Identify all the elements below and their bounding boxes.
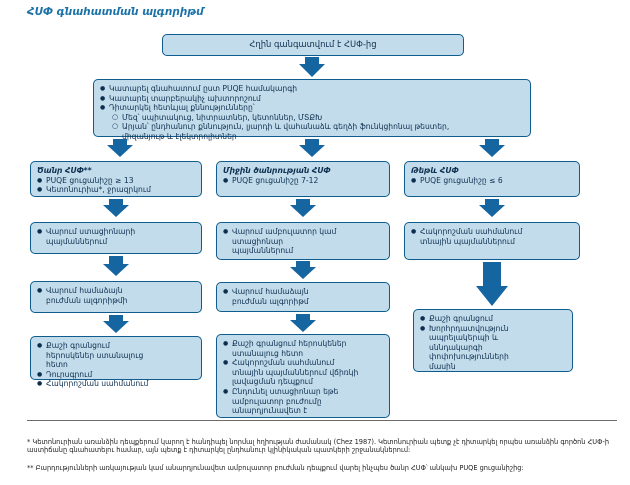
moderate-step-box: Վարում համաձայն բուժման ալգորիթմ bbox=[216, 282, 390, 312]
mild-heading: Թեթև ՀՍՓ bbox=[411, 166, 459, 175]
assess-item: Դիտարկել հետևյալ քննությունները՝ bbox=[100, 103, 524, 113]
criteria-item: PUQE ցուցանիշը ≤ 6 bbox=[411, 176, 573, 186]
step-item: Վարում ստացիոնարի պայմաններում bbox=[37, 227, 195, 246]
assess-item: Կատարել տարբերակիչ ախտորոշում bbox=[100, 94, 524, 104]
criteria-item: PUQE ցուցանիշը ≥ 13 bbox=[37, 176, 195, 186]
assess-item: Կատարել գնահատում ըստ PUQE համակարգի bbox=[100, 84, 524, 94]
step-item: Դուրսգրում bbox=[37, 370, 195, 380]
mild-criteria-box: Թեթև ՀՍՓ PUQE ցուցանիշը ≤ 6 bbox=[404, 161, 580, 197]
step-item: Հակորոշման սահմանում տնային պայմաններում… bbox=[223, 358, 383, 387]
assess-subitem: Մեզ՝ սպիտակուց, նիտրատներ, կետոններ, ՄՏՔ… bbox=[100, 113, 524, 123]
moderate-step-box: Վարում ամբուլատոր կամ ստացիոնար պայմաննե… bbox=[216, 222, 390, 260]
severe-step-box: Քաշի գրանցում հերոսկեներ ստանալուց հետո … bbox=[30, 336, 202, 389]
step-item: Վարում ամբուլատոր կամ ստացիոնար պայմաննե… bbox=[223, 227, 383, 256]
severe-heading: Ծանր ՀՍՓ** bbox=[37, 166, 92, 175]
footnote-ketonuria: * Կետոնուրիան առանձին դեպքերում կարող է … bbox=[27, 438, 610, 455]
assess-subitem: Արյան՝ ընդհանուր քննություն, լյարդի և վա… bbox=[100, 122, 524, 141]
step-item: Վարում համաձայն բուժման ալգորիթմի bbox=[37, 286, 195, 305]
mild-step-box: Հակորոշման սահմանում տնային պայմաններում bbox=[404, 222, 580, 260]
diagram-title: ՀՍՓ գնահատման ալգորիթմ bbox=[27, 6, 204, 18]
complaint-box: Հղին գանգատվում է ՀՍՓ-ից bbox=[162, 34, 464, 56]
step-item: Քաշի գրանցում bbox=[420, 314, 566, 324]
complaint-text: Հղին գանգատվում է ՀՍՓ-ից bbox=[249, 39, 377, 50]
step-item: Հակորոշման սահմանում bbox=[37, 379, 195, 389]
moderate-step-box: Քաշի գրանցում հերոսկեներ ստանալուց հետո … bbox=[216, 334, 390, 418]
criteria-item: PUQE ցուցանիշը 7-12 bbox=[223, 176, 383, 186]
footnote-divider bbox=[27, 420, 617, 421]
step-item: Ընդունել ստացիոնար եթե ամբուլատոր բուժու… bbox=[223, 387, 383, 416]
step-item: Խորհրդատվություն ապրելակերպի և սննդակարգ… bbox=[420, 324, 566, 372]
step-item: Հակորոշման սահմանում տնային պայմաններում bbox=[411, 227, 573, 246]
footnote-severe: ** Բարդությունների առկայության կամ անարդ… bbox=[27, 464, 524, 472]
criteria-item: Կետոնուրիա*, ջրազրկում bbox=[37, 185, 195, 195]
step-item: Վարում համաձայն բուժման ալգորիթմ bbox=[223, 287, 383, 306]
assessment-box: Կատարել գնահատում ըստ PUQE համակարգի Կատ… bbox=[93, 79, 531, 141]
step-item: Քաշի գրանցում հերոսկեներ ստանալուց հետո bbox=[223, 339, 383, 358]
severe-step-box: Վարում համաձայն բուժման ալգորիթմի bbox=[30, 281, 202, 313]
moderate-criteria-box: Միջին ծանրության ՀՍՓ PUQE ցուցանիշը 7-12 bbox=[216, 161, 390, 197]
severe-step-box: Վարում ստացիոնարի պայմաններում bbox=[30, 222, 202, 254]
mild-step-box: Քաշի գրանցում Խորհրդատվություն ապրելակեր… bbox=[413, 309, 573, 372]
severe-criteria-box: Ծանր ՀՍՓ** PUQE ցուցանիշը ≥ 13 Կետոնուրի… bbox=[30, 161, 202, 197]
step-item: Քաշի գրանցում հերոսկեներ ստանալուց հետո bbox=[37, 341, 195, 370]
moderate-heading: Միջին ծանրության ՀՍՓ bbox=[223, 166, 331, 175]
